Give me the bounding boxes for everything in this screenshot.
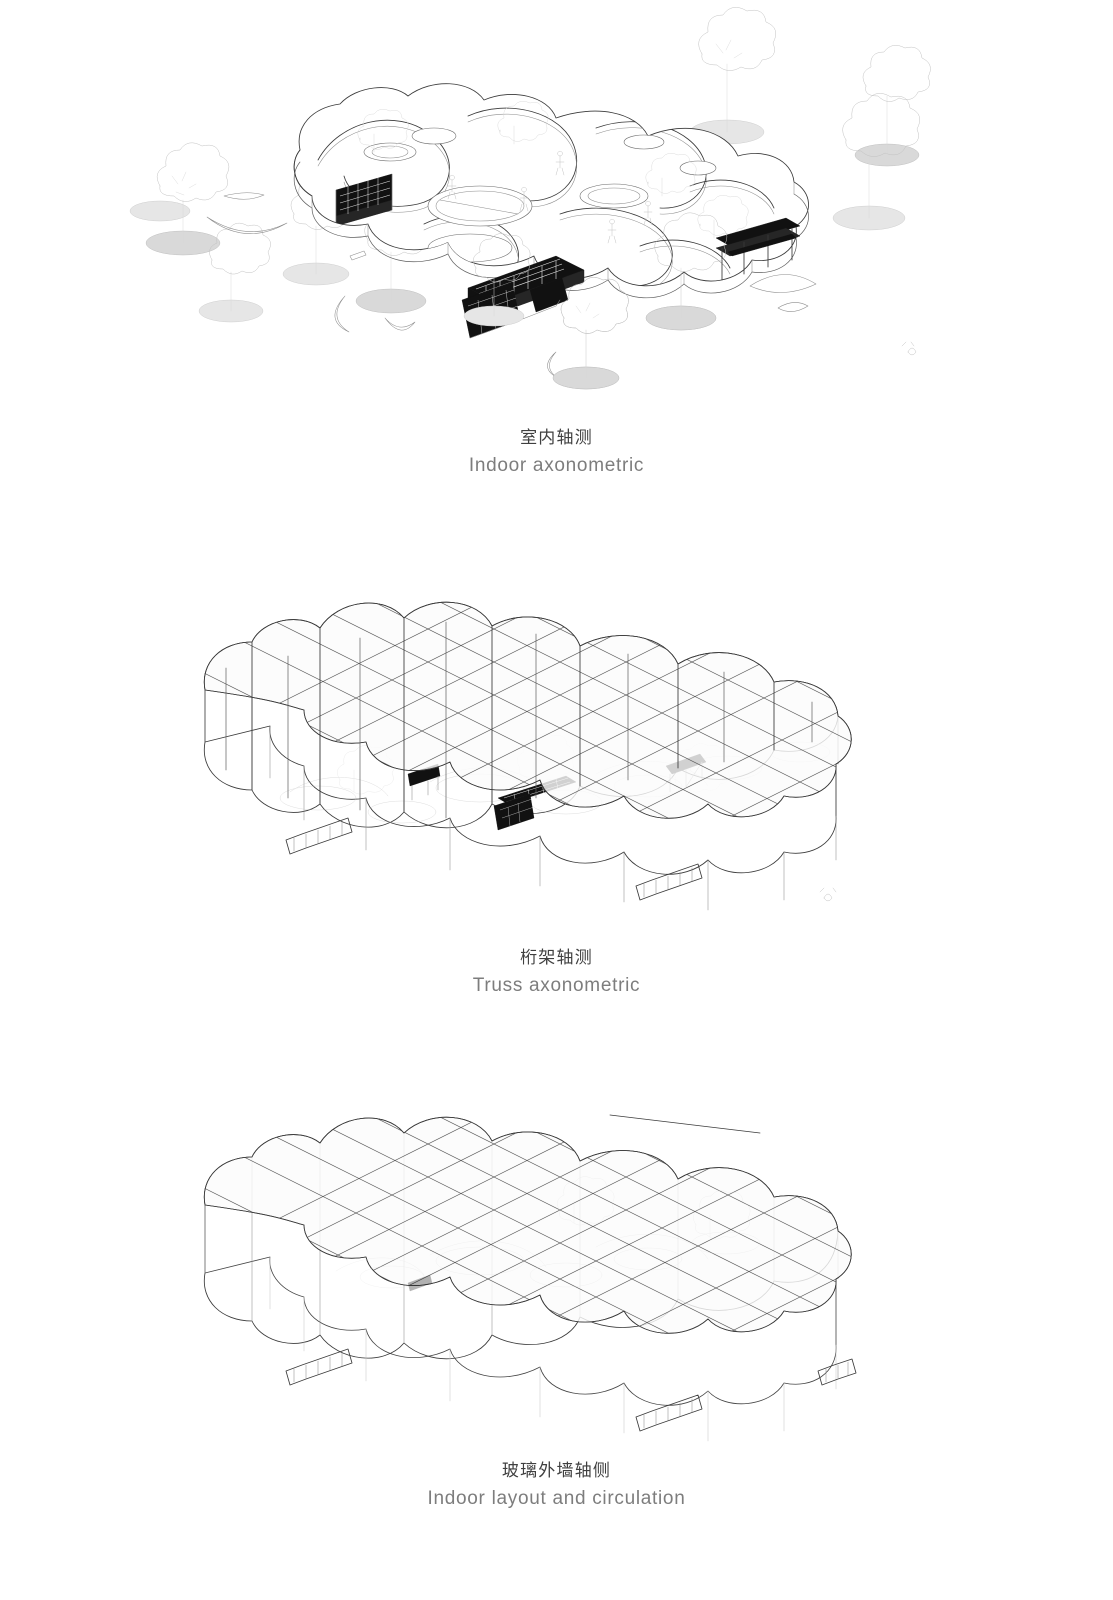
landscape-trees-front — [463, 212, 728, 390]
interior-layout — [317, 100, 775, 286]
caption-cn-truss: 桁架轴测 — [520, 948, 593, 968]
curved-benches — [206, 192, 817, 379]
structural-columns — [225, 617, 813, 819]
caption-indoor-axonometric: 室内轴测 Indoor axonometric — [0, 428, 1113, 476]
entry-stairs — [285, 1348, 857, 1432]
drawing-truss-axonometric — [0, 530, 1113, 940]
caption-truss-axonometric: 桁架轴测 Truss axonometric — [0, 948, 1113, 996]
caption-en-truss: Truss axonometric — [472, 975, 641, 996]
ghosted-interior — [335, 1176, 761, 1292]
entry-stairs — [285, 817, 703, 901]
panel-indoor-axonometric: 室内轴测 Indoor axonometric — [0, 0, 1113, 500]
caption-glass-facade-axonometric: 玻璃外墙轴侧 Indoor layout and circulation — [0, 1461, 1113, 1509]
panel-truss-axonometric: 桁架轴测 Truss axonometric — [0, 530, 1113, 1030]
scale-figures — [447, 150, 653, 244]
caption-cn-indoor: 室内轴测 — [520, 428, 593, 448]
canopy-seating-structure — [715, 217, 801, 281]
panel-glass-facade-axonometric: 玻璃外墙轴侧 Indoor layout and circulation — [0, 1055, 1113, 1555]
diagrid-roof — [203, 1116, 852, 1334]
drawing-indoor-axonometric — [0, 0, 1113, 420]
caption-en-glass: Indoor layout and circulation — [427, 1488, 686, 1509]
caption-en-indoor: Indoor axonometric — [468, 455, 645, 476]
library-shelving-block — [335, 173, 393, 227]
diagrid-roof — [203, 601, 852, 819]
interior-trees — [357, 100, 749, 239]
drawing-glass-facade-axonometric — [0, 1055, 1113, 1455]
scattered-objects — [349, 250, 917, 356]
caption-cn-glass: 玻璃外墙轴侧 — [501, 1461, 612, 1481]
